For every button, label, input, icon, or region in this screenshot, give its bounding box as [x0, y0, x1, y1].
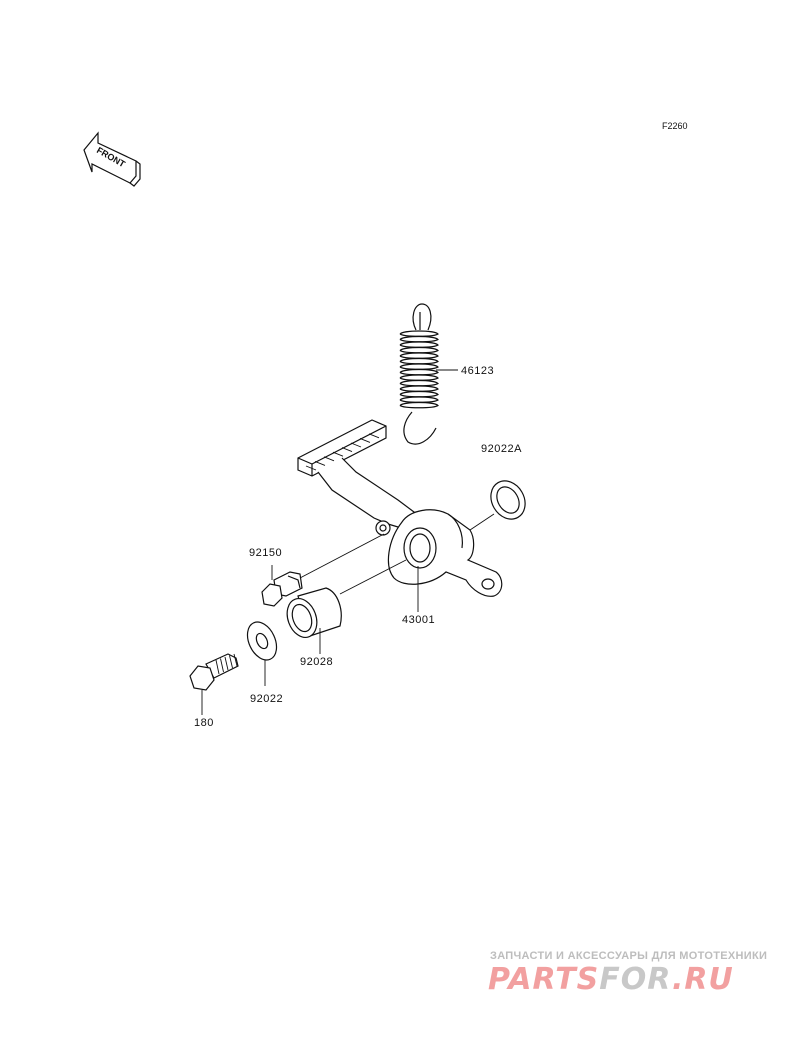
watermark-brand-parts: PARTS	[488, 962, 600, 997]
watermark-brand-for: FOR	[599, 962, 672, 997]
washer-92022a-part	[490, 480, 526, 520]
bolt-thread	[233, 653, 238, 667]
bolt-180-part	[189, 653, 239, 691]
bolt-92150-part	[261, 571, 303, 607]
spring-coil	[399, 401, 439, 409]
part-label-92028: 92028	[300, 656, 333, 668]
tread-ridge	[350, 442, 362, 448]
watermark-brand-ru: .RU	[671, 962, 734, 997]
front-arrow-icon: FRONT	[83, 131, 141, 187]
bolt-thread	[229, 655, 233, 669]
brake-pedal-part	[297, 419, 503, 597]
spring-coil	[399, 357, 439, 365]
spring-coil	[399, 363, 439, 370]
part-label-92150: 92150	[249, 547, 282, 559]
bolt-thread	[220, 658, 224, 673]
spring-coil	[399, 385, 439, 392]
diagram-code: F2260	[662, 121, 688, 131]
bushing-92028-part	[286, 587, 342, 638]
tread-ridge	[323, 456, 335, 462]
spring-coil	[399, 352, 439, 359]
spring-part	[399, 303, 439, 445]
spring-coil	[399, 368, 439, 376]
part-label-43001: 43001	[402, 614, 435, 626]
tread-ridge	[359, 437, 371, 443]
bolt-thread	[215, 659, 220, 675]
spring-coil	[399, 396, 439, 403]
spring-coil	[399, 374, 439, 381]
part-label-180: 180	[194, 717, 214, 729]
tread-ridge	[305, 465, 317, 471]
spring-coil	[399, 341, 439, 348]
tread-ridge	[332, 451, 344, 457]
spring-coil	[399, 330, 439, 337]
part-label-46123: 46123	[461, 365, 494, 377]
watermark-tagline: ЗАПЧАСТИ И АКСЕССУАРЫ ДЛЯ МОТОТЕХНИКИ	[490, 950, 768, 962]
bolt-thread	[224, 656, 229, 671]
part-label-92022a: 92022A	[481, 443, 522, 455]
watermark-brand: PARTSFOR.RU	[488, 962, 734, 997]
tread-ridge	[368, 433, 380, 439]
part-label-92022: 92022	[250, 693, 283, 705]
tread-ridge	[341, 447, 353, 453]
spring-coil	[399, 346, 439, 354]
washer-92022-part	[246, 621, 278, 661]
spring-coil	[399, 379, 439, 387]
leader-lines	[201, 369, 495, 715]
spring-coil	[399, 390, 439, 398]
spring-coil	[399, 335, 439, 343]
tread-ridge	[314, 460, 326, 466]
